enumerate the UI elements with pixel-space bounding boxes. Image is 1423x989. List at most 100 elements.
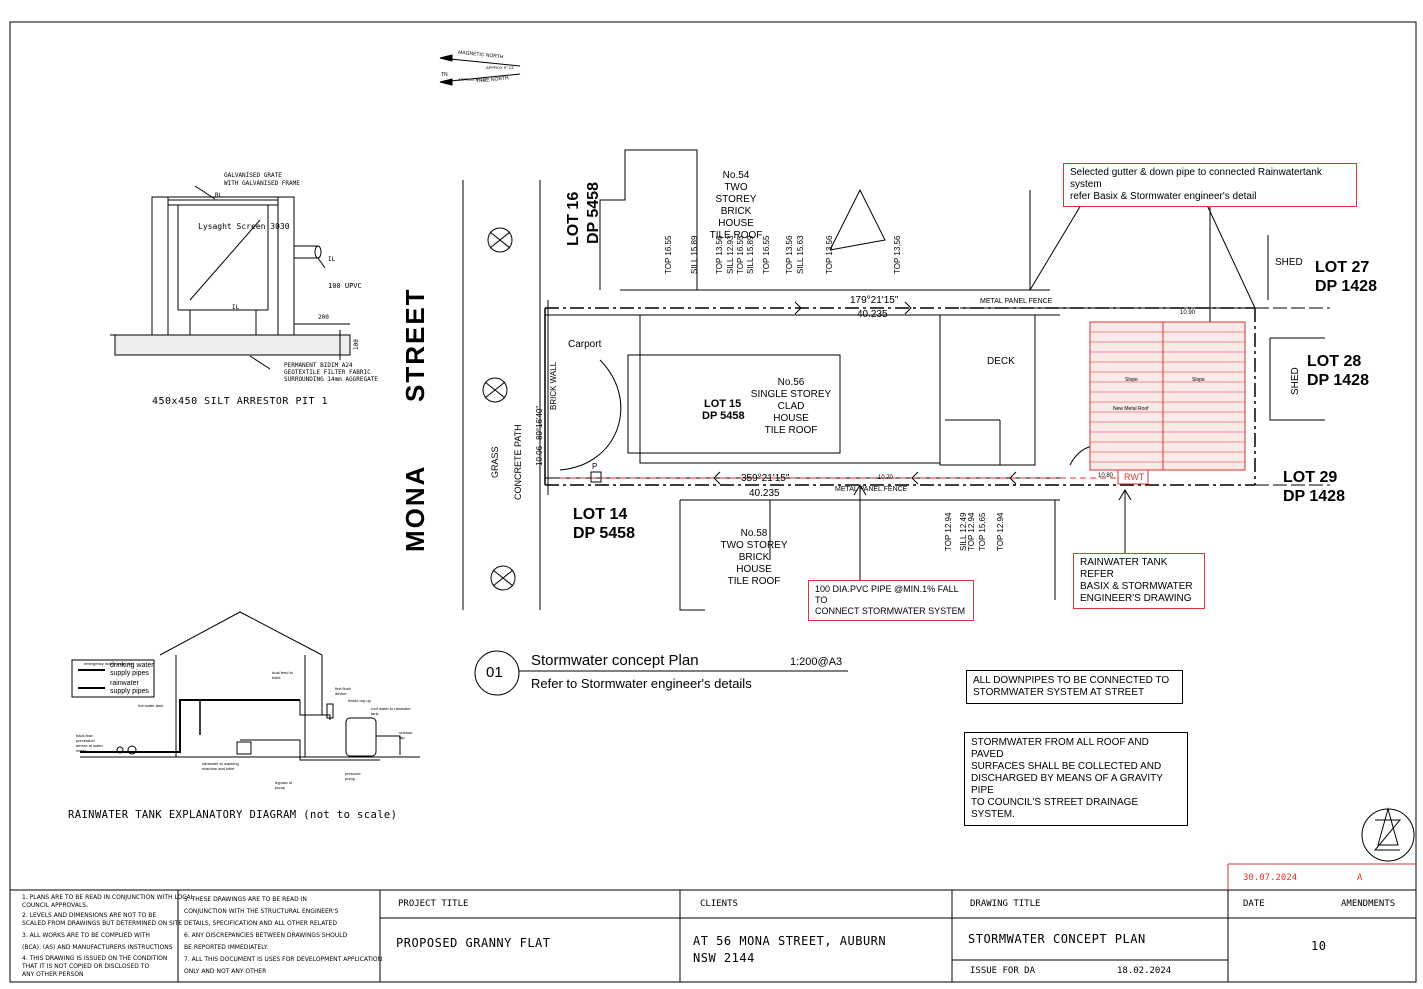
callout-line: Selected gutter & down pipe to connected… [1070,167,1322,190]
north-arrow-top [439,54,521,86]
concrete-path-label: CONCRETE PATH [513,424,523,500]
dim-200: 200 [318,314,329,321]
il-label-2: IL [232,304,240,311]
note-line: 2. LEVELS AND DIMENSIONS ARE NOT TO BE [22,912,157,919]
note-line: 1. PLANS ARE TO BE READ IN CONJUNCTION W… [22,894,194,901]
house-no58-line: HOUSE [736,564,772,575]
lot14-label: LOT 14 [573,506,628,523]
grass-label: GRASS [490,446,500,478]
note-line: BE REPORTED IMMEDIATELY. [184,944,269,951]
dim-1070: 10.70 [878,475,894,481]
site-plan [462,149,1330,611]
house-no56-line: SINGLE STOREY [750,389,832,400]
lot15-dp-label: DP 5458 [702,410,745,422]
level-label: TOP 15.65 [978,512,987,551]
house-no54-line: TWO STOREY [715,182,757,205]
frame-label: WITH GALVANISED FRAME [224,180,300,187]
downpipes-note: ALL DOWNPIPES TO BE CONNECTED TO STORMWA… [966,670,1183,704]
distance-bottom: 40.235 [749,488,780,499]
note-line: 7. ALL THIS DOCUMENT IS USES FOR DEVELOP… [184,956,383,963]
level-label: TOP 12.94 [967,512,976,551]
house-no56-line: No.56 [777,377,805,388]
note-line: SCALED FROM DRAWINGS BUT DETERMINED ON S… [22,920,183,927]
lot16-label: LOT 16 [565,191,582,246]
lot27-label: LOT 27 [1315,259,1370,276]
bidim-3: SURROUNDING 14mm AGGREGATE [284,376,378,383]
plan-title-graphic [474,650,848,696]
front-bearing-label: 89°16'40" [535,405,544,440]
lot27-dp-label: DP 1428 [1315,278,1377,295]
street-name-street: STREET [400,287,430,402]
gutter-callout: Selected gutter & down pipe to connected… [1063,163,1357,207]
hot-water-label: hot water tank [138,703,164,708]
plan-number: 01 [486,664,503,681]
note-line: STORMWATER SYSTEM AT STREET [973,687,1145,698]
plan-title: Stormwater concept Plan [531,652,699,669]
house-no56: No.56 SINGLE STOREY CLAD HOUSE TILE ROOF [745,377,837,437]
bearing-top: 179°21'15" [850,295,899,306]
drawing-title-label: DRAWING TITLE [970,899,1041,909]
note-line: DETAILS, SPECIFICATION AND ALL OTHER REL… [184,920,337,927]
level-label: TOP 13.56 [785,235,794,274]
general-notes-right: 5. THESE DRAWINGS ARE TO BE READ IN CONJ… [184,896,382,976]
callout-line: RAINWATER TANK REFER [1080,557,1168,580]
note-line: (BCA). (AS) AND MANUFACTURERS INSTRUCTIO… [22,944,173,951]
level-label: TOP 12.94 [944,512,953,551]
note-line: 5. THESE DRAWINGS ARE TO BE READ IN [184,896,307,903]
street-name-mona: MONA [400,464,430,552]
bidim-2: GEOTEXTILE FILTER FABRIC [284,369,371,376]
distance-top: 40.235 [857,309,888,320]
note-line: ALL DOWNPIPES TO BE CONNECTED TO [973,675,1170,686]
new-roof-label: New Metal Roof [1113,406,1149,412]
grate-label: GALVANISED GRATE [224,172,282,179]
amendment-date: 30.07.2024 [1243,873,1298,883]
level-label: TOP 12.94 [996,512,1005,551]
callout-line: CONNECT STORMWATER SYSTEM [815,606,966,616]
note-line: TO COUNCIL'S STREET DRAINAGE SYSTEM. [971,797,1139,820]
dual-feed-label: dual feed to toilet [272,670,293,680]
lot29-dp-label: DP 1428 [1283,488,1345,505]
note-line: THAT IT IS NOT COPIED OR DISCLOSED TO [22,963,150,970]
drawing-title-value: STORMWATER CONCEPT PLAN [968,932,1146,946]
house-no56-line: HOUSE [773,413,809,424]
lot14-dp-label: DP 5458 [573,525,635,542]
pit-label: P [592,462,598,471]
lot28-dp-label: DP 1428 [1307,372,1369,389]
level-label: SILL 15.89 [690,235,699,274]
callout-line: ENGINEER'S DRAWING [1080,593,1192,604]
note-line: DISCHARGED BY MEANS OF A GRAVITY PIPE [971,773,1163,796]
dim-100: 100 [353,339,360,350]
house-no58-line: No.58 [740,528,768,539]
trickle-label: trickle top-up [348,698,371,703]
backflow-label: back flow prevention device at water met… [76,733,103,753]
house-no54: No.54 TWO STOREY BRICK HOUSE TILE ROOF [705,170,767,242]
granny-flat [1089,321,1246,485]
front-dist-label: 10.06 [535,445,544,466]
note-line: SURFACES SHALL BE COLLECTED AND [971,761,1162,772]
roof-water-label: roof water to rainwater tank [371,706,411,716]
carport-label: Carport [568,339,602,350]
dim-1080: 10.80 [1098,473,1114,479]
note-line: CONJUNCTION WITH THE STRUCTURAL ENGINEER… [184,908,339,915]
rwt-callout: RAINWATER TANK REFER BASIX & STORMWATER … [1073,553,1205,609]
level-label: TOP 16.55 [736,235,745,274]
level-label: SILL 15.89 [746,235,755,274]
note-line: ONLY AND NOT ANY OTHER [184,968,267,975]
callout-line: 100 DIA.PVC PIPE @MIN.1% FALL TO [815,584,959,605]
shed-label-1: SHED [1275,257,1303,268]
slope-label-2: Slope [1192,377,1205,383]
pipe-callout: 100 DIA.PVC PIPE @MIN.1% FALL TO CONNECT… [808,580,974,621]
shed-label-2: SHED [1290,367,1301,395]
note-line: STORMWATER FROM ALL ROOF AND PAVED [971,737,1149,760]
lot28-label: LOT 28 [1307,353,1362,370]
lot16-dp-label: DP 5458 [585,182,602,244]
house-no54-line: BRICK [720,206,752,217]
project-title-value: PROPOSED GRANNY FLAT [396,936,551,950]
level-label: TOP 13.56 [893,235,902,274]
washing-label: rainwater to washing machine and toilet [202,761,239,771]
level-label: TOP 16.55 [762,235,771,274]
lot29-label: LOT 29 [1283,469,1338,486]
slope-label-1: Slope [1125,377,1138,383]
level-label: TOP 16.55 [664,235,673,274]
north-arrow-bottom [1361,807,1415,862]
